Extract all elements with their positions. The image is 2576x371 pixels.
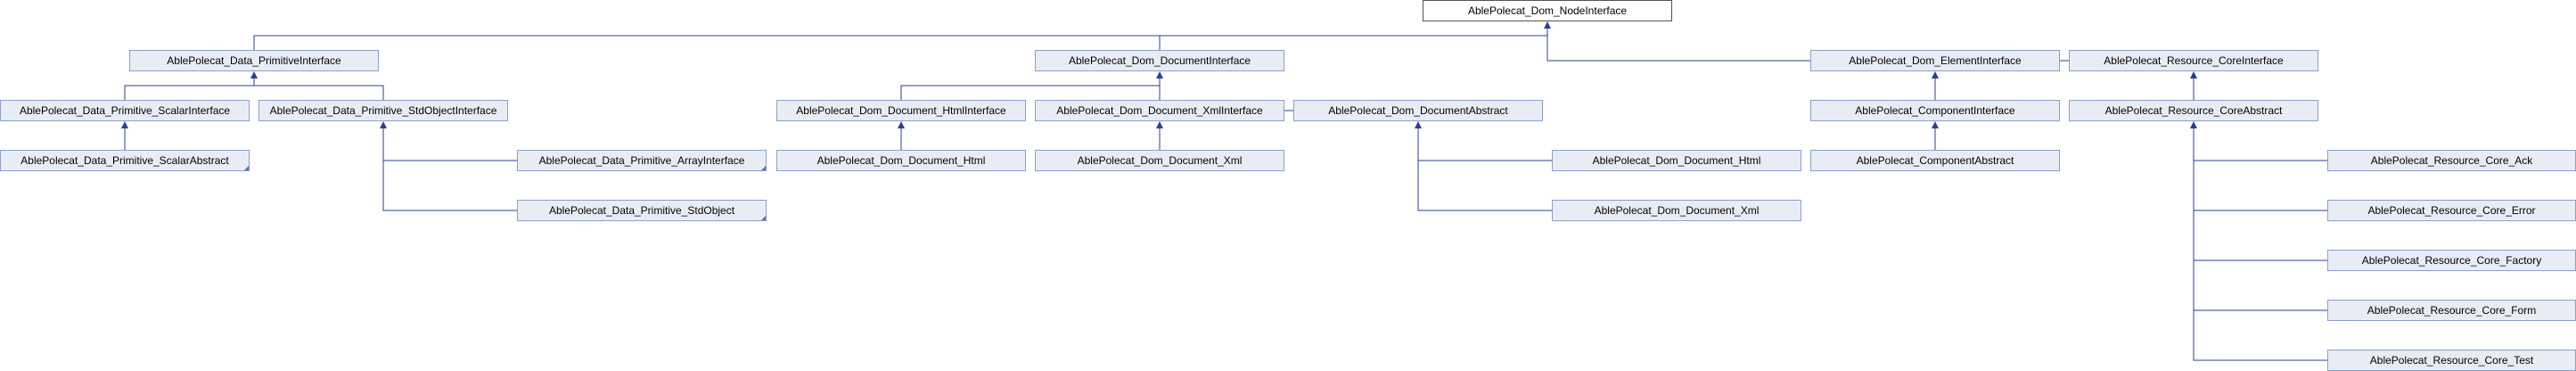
inheritance-edge: [2193, 128, 2327, 261]
inheritance-edge: [382, 128, 517, 211]
node-resource-core-error[interactable]: AblePolecat_Resource_Core_Error: [2327, 200, 2576, 221]
node-resource-core-ack[interactable]: AblePolecat_Resource_Core_Ack: [2327, 150, 2576, 171]
node-dom-document-htmlinterface[interactable]: AblePolecat_Dom_Document_HtmlInterface: [776, 100, 1026, 121]
node-dom-nodeinterface[interactable]: AblePolecat_Dom_NodeInterface: [1423, 0, 1672, 21]
inheritance-edge: [382, 128, 517, 161]
inheritance-arrowhead: [1932, 121, 1939, 128]
inheritance-arrowhead: [1932, 71, 1939, 78]
node-data-primitive-scalarinterface[interactable]: AblePolecat_Data_Primitive_ScalarInterfa…: [0, 100, 250, 121]
node-resource-core-test[interactable]: AblePolecat_Resource_Core_Test: [2327, 350, 2576, 371]
inheritance-arrowhead: [1156, 71, 1163, 78]
inheritance-edge: [2193, 128, 2327, 211]
node-data-primitive-stdobjectinterface[interactable]: AblePolecat_Data_Primitive_StdObjectInte…: [258, 100, 508, 121]
inheritance-edge: [1417, 128, 1552, 211]
node-componentinterface[interactable]: AblePolecat_ComponentInterface: [1810, 100, 2060, 121]
node-dom-document-xml[interactable]: AblePolecat_Dom_Document_Xml: [1035, 150, 1284, 171]
node-data-primitive-arrayinterface[interactable]: AblePolecat_Data_Primitive_ArrayInterfac…: [517, 150, 767, 171]
inheritance-arrowhead: [250, 71, 258, 78]
inheritance-arrowhead: [1544, 21, 1551, 29]
inheritance-edge: [2193, 128, 2327, 161]
node-dom-documentabstract[interactable]: AblePolecat_Dom_DocumentAbstract: [1293, 100, 1543, 121]
inheritance-edge: [253, 29, 1548, 50]
node-resource-coreabstract[interactable]: AblePolecat_Resource_CoreAbstract: [2069, 100, 2318, 121]
inheritance-edge: [1159, 29, 1548, 50]
node-dom-documentinterface[interactable]: AblePolecat_Dom_DocumentInterface: [1035, 50, 1284, 71]
node-resource-core-form[interactable]: AblePolecat_Resource_Core_Form: [2327, 300, 2576, 321]
node-data-primitiveinterface[interactable]: AblePolecat_Data_PrimitiveInterface: [129, 50, 379, 71]
inheritance-edge: [1417, 128, 1552, 161]
inheritance-edge: [1546, 29, 1810, 62]
inheritance-edge: [124, 78, 255, 100]
inheritance-arrowhead: [1156, 121, 1163, 128]
inheritance-arrowhead: [2190, 71, 2197, 78]
inheritance-edge: [2193, 128, 2327, 361]
inheritance-edge: [2193, 128, 2327, 311]
inheritance-edge: [253, 78, 384, 100]
node-data-primitive-stdobject[interactable]: AblePolecat_Data_Primitive_StdObject: [517, 200, 767, 221]
node-dom-elementinterface[interactable]: AblePolecat_Dom_ElementInterface: [1810, 50, 2060, 71]
inheritance-arrowhead: [2190, 121, 2197, 128]
inheritance-edge: [900, 78, 1161, 100]
node-data-primitive-scalarabstract[interactable]: AblePolecat_Data_Primitive_ScalarAbstrac…: [0, 150, 250, 171]
node-resource-coreinterface[interactable]: AblePolecat_Resource_CoreInterface: [2069, 50, 2318, 71]
node-dom-document-xmlinterface[interactable]: AblePolecat_Dom_Document_XmlInterface: [1035, 100, 1284, 121]
inheritance-arrowhead: [898, 121, 905, 128]
inheritance-arrowhead: [1415, 121, 1422, 128]
node-componentabstract[interactable]: AblePolecat_ComponentAbstract: [1810, 150, 2060, 171]
inheritance-arrowhead: [380, 121, 387, 128]
node-dom-document-html-impl[interactable]: AblePolecat_Dom_Document_Html: [1552, 150, 1801, 171]
node-resource-core-factory[interactable]: AblePolecat_Resource_Core_Factory: [2327, 250, 2576, 271]
node-dom-document-xml-impl[interactable]: AblePolecat_Dom_Document_Xml: [1552, 200, 1801, 221]
node-dom-document-html[interactable]: AblePolecat_Dom_Document_Html: [776, 150, 1026, 171]
inheritance-arrowhead: [121, 121, 128, 128]
